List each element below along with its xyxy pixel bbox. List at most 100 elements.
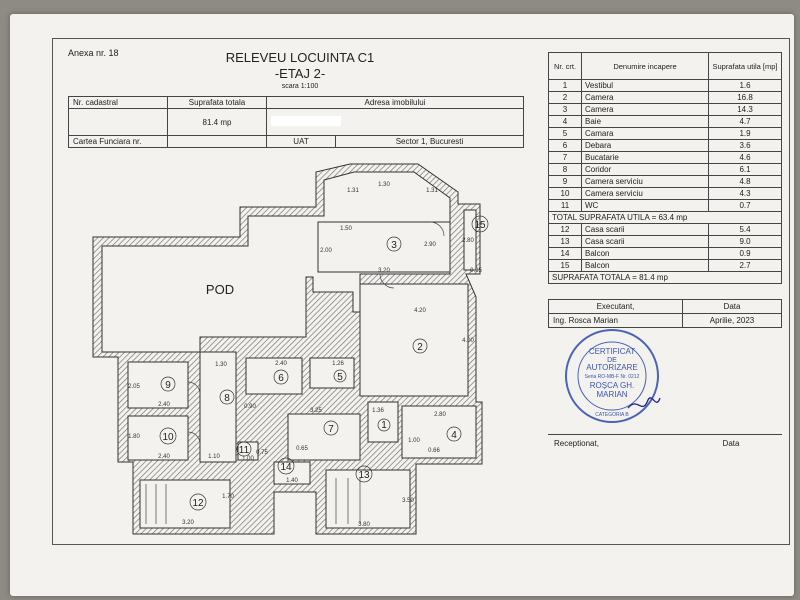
executant-date: Aprilie, 2023 <box>682 313 782 328</box>
dim-label: 2.40 <box>275 361 287 367</box>
room-label-2: 2 <box>417 342 423 353</box>
dim-label: 3.20 <box>378 268 390 274</box>
dim-label: 0.95 <box>470 268 482 274</box>
room-nr: 2 <box>548 91 582 104</box>
room-4-circle <box>446 426 462 442</box>
room-12-fill <box>139 479 231 529</box>
room-7-fill <box>287 413 361 461</box>
room-nr: 6 <box>548 139 582 152</box>
room-nr: 4 <box>548 115 582 128</box>
property-info-table: Nr. cadastral Suprafata totala Adresa im… <box>68 96 524 148</box>
document-title: RELEVEU LOCUINTA C1 -ETAJ 2- <box>200 50 400 82</box>
dim-label: 3.50 <box>402 498 414 504</box>
room-nr: 14 <box>548 247 582 260</box>
floor-plan: POD 1 2 3 4 5 6 7 8 9 10 11 12 13 14 15 … <box>92 163 489 535</box>
room-11-circle <box>236 441 252 457</box>
suprafata-totala-value: 81.4 mp <box>167 108 267 136</box>
stamp-inner-ring <box>577 341 647 411</box>
room-nr: 9 <box>548 175 582 188</box>
redacted-address <box>271 116 341 126</box>
nr-cadastral-value <box>68 108 168 136</box>
authorization-stamp: CERTIFICAT DE AUTORIZARE Seria RO-MB-F N… <box>565 329 661 423</box>
room-name: Balcon <box>581 247 709 260</box>
stamp-line-1: CERTIFICAT <box>589 347 635 356</box>
dim-label: 3.20 <box>182 520 194 526</box>
col-name-header: Denumire incapere <box>581 52 709 80</box>
room-area: 4.8 <box>708 175 782 188</box>
room-13-circle <box>355 465 373 483</box>
room-name: Camera serviciu <box>581 187 709 200</box>
stamp-line-3: AUTORIZARE <box>586 363 637 372</box>
room-11-fill <box>237 441 259 461</box>
room-label-11: 11 <box>239 445 250 456</box>
room-4-fill <box>401 405 477 459</box>
room-15-fill <box>463 209 477 271</box>
room-nr: 13 <box>548 235 582 248</box>
title-line-2: -ETAJ 2- <box>274 66 326 81</box>
room-nr: 5 <box>548 127 582 140</box>
dim-label: 1.70 <box>222 494 234 500</box>
room-name: Coridor <box>581 163 709 176</box>
room-1-circle <box>377 418 391 432</box>
room-12-circle <box>189 493 207 511</box>
dim-label: 1.26 <box>332 361 344 367</box>
room-5-fill <box>309 357 355 389</box>
room-area: 4.6 <box>708 151 782 164</box>
dim-label: 1.30 <box>215 362 227 368</box>
col-nr-header: Nr. crt. <box>548 52 582 80</box>
room-name: WC <box>581 199 709 212</box>
room-label-9: 9 <box>165 380 171 391</box>
stamp-line-5: ROȘCA GH. <box>590 381 634 390</box>
room-name: Camara <box>581 127 709 140</box>
signature <box>627 397 661 409</box>
stamp-line-2: DE <box>607 357 617 364</box>
total-row: SUPRAFATA TOTALA = 81.4 mp <box>548 271 782 284</box>
room-area: 16.8 <box>708 91 782 104</box>
room-name: Bucatarie <box>581 151 709 164</box>
room-area: 0.7 <box>708 199 782 212</box>
dim-label: 1.00 <box>242 456 254 462</box>
dim-label: 1.50 <box>340 226 352 232</box>
uat-value: Sector 1, Bucuresti <box>335 135 524 148</box>
room-nr: 15 <box>548 259 582 272</box>
room-name: Casa scarii <box>581 223 709 236</box>
stamp-line-6: MARIAN <box>596 390 627 399</box>
door-swing <box>187 381 201 395</box>
room-9-circle <box>160 376 176 392</box>
room-area: 4.7 <box>708 115 782 128</box>
stamp-line-7: CATEGORIA B <box>595 412 629 418</box>
document-frame <box>52 38 790 545</box>
room-name: Casa scarii <box>581 235 709 248</box>
room-name: Debara <box>581 139 709 152</box>
executant-date-label: Data <box>682 299 782 314</box>
room-5-circle <box>333 369 347 383</box>
room-label-15: 15 <box>474 220 486 231</box>
room-name: Vestibul <box>581 79 709 92</box>
dim-label: 0.66 <box>428 448 440 454</box>
receptionat-date-label: Data <box>680 434 782 452</box>
room-label-1: 1 <box>381 420 387 431</box>
title-line-1: RELEVEU LOCUINTA C1 <box>225 50 375 65</box>
room-area: 3.6 <box>708 139 782 152</box>
room-1-fill <box>367 401 399 443</box>
cartea-funciara-label: Cartea Funciara nr. <box>68 135 168 148</box>
col-area-header: Suprafata utila [mp] <box>708 52 782 80</box>
door-swing <box>187 431 201 445</box>
room-label-4: 4 <box>451 430 457 441</box>
room-label-10: 10 <box>162 432 174 443</box>
nr-cadastral-label: Nr. cadastral <box>68 96 168 109</box>
total-util-row: TOTAL SUPRAFATA UTILA = 63.4 mp <box>548 211 782 224</box>
room-15-circle <box>471 215 489 233</box>
dim-label: 3.80 <box>358 522 370 528</box>
room-nr: 7 <box>548 151 582 164</box>
room-area: 2.7 <box>708 259 782 272</box>
dim-label: 1.80 <box>128 434 140 440</box>
